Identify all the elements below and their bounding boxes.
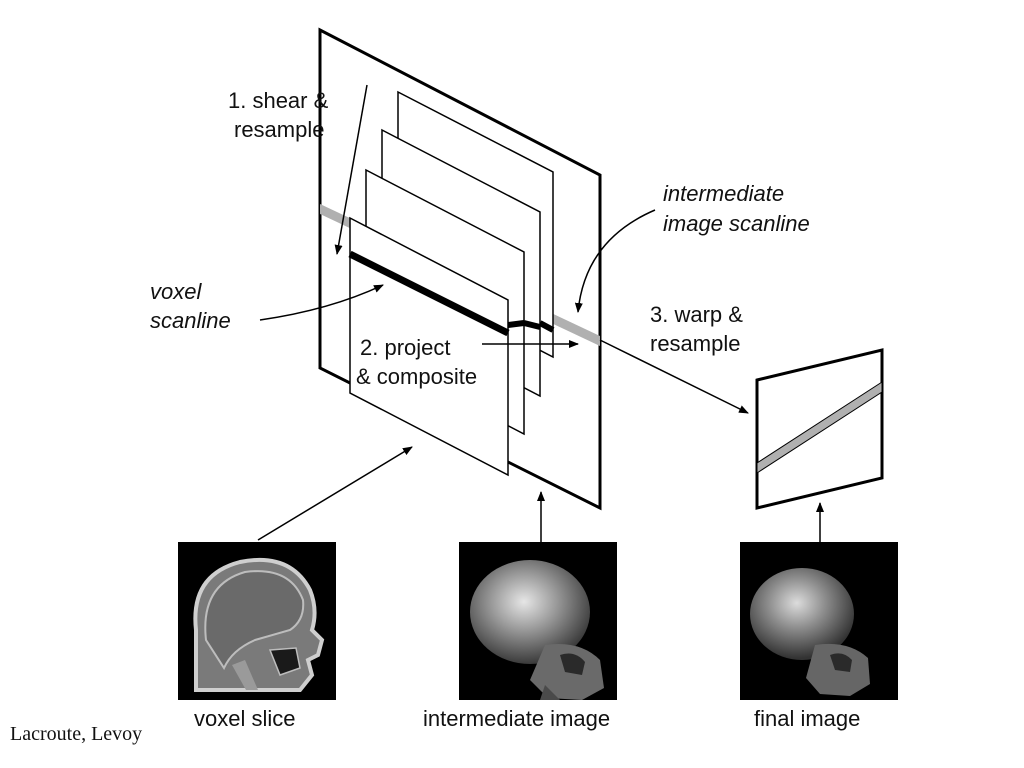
warp-label-line1: 3. warp & xyxy=(650,302,743,327)
voxel-slice-thumbnail xyxy=(178,542,336,700)
voxel-slice-caption: voxel slice xyxy=(194,706,295,731)
intermediate-scanline-arrow xyxy=(574,209,656,313)
shear-arrow xyxy=(334,84,368,255)
final-image-caption: final image xyxy=(754,706,860,731)
voxel-scanlines xyxy=(348,250,555,337)
shear-label-line2: resample xyxy=(234,117,324,142)
voxel-scanline-label-line2: scanline xyxy=(150,308,231,333)
credit-text: Lacroute, Levoy xyxy=(10,723,142,745)
intermediate-scanline-label-line1: intermediate xyxy=(663,181,784,206)
intermediate-scanline-label-line2: image scanline xyxy=(663,211,810,236)
project-label-line1: 2. project xyxy=(360,335,451,360)
final-scanline-band xyxy=(756,381,883,474)
voxel-slice-1 xyxy=(349,216,509,477)
shear-label-line1: 1. shear & xyxy=(228,88,329,113)
voxel-slice-arrow xyxy=(257,446,413,541)
final-image-thumbnail xyxy=(740,542,898,700)
intermediate-image-caption: intermediate image xyxy=(423,706,610,731)
voxel-scanline-arrow xyxy=(259,284,384,321)
voxel-scanline-label-line1: voxel xyxy=(150,279,202,304)
warp-arrow xyxy=(599,339,749,414)
project-label-line2: & composite xyxy=(356,364,477,389)
arrows xyxy=(257,84,824,542)
warp-label-line2: resample xyxy=(650,331,740,356)
intermediate-image-thumbnail xyxy=(459,542,617,700)
voxel-slice-stack xyxy=(349,90,554,477)
